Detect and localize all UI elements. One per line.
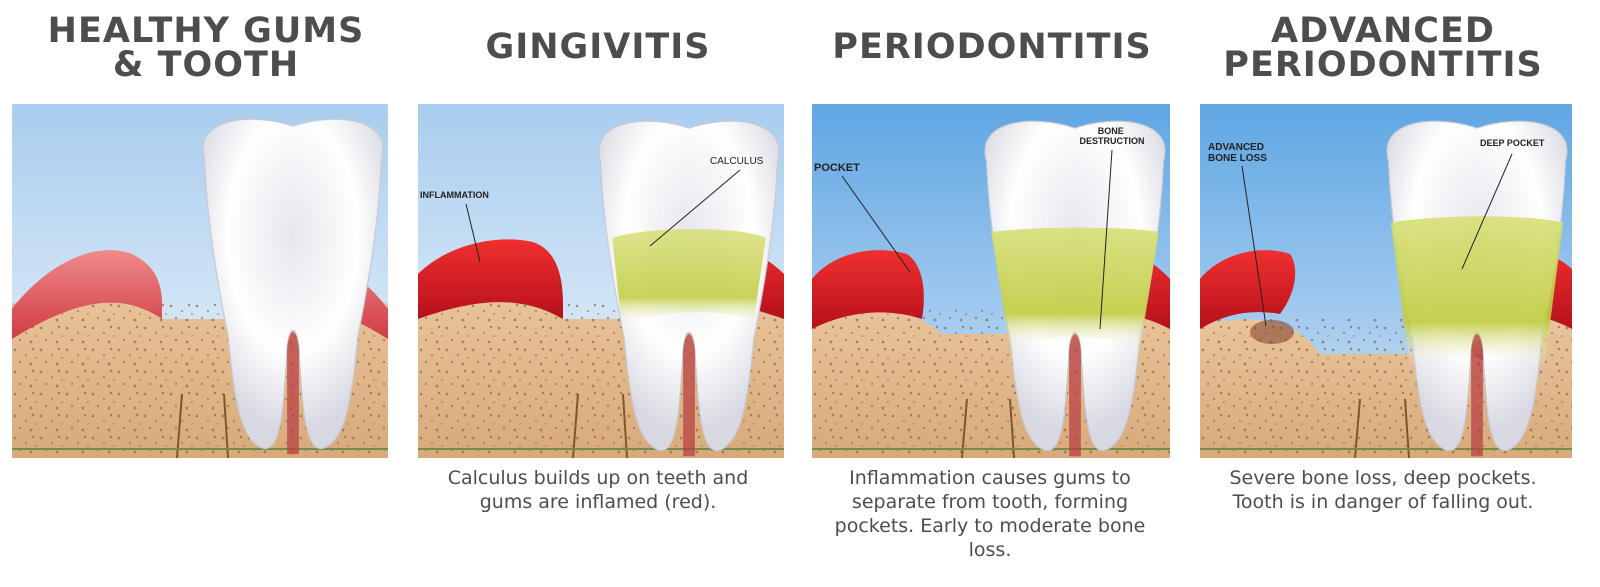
label-advanced-bone-loss: ADVANCED BONE LOSS [1208, 142, 1267, 164]
label-line: ADVANCED [1208, 142, 1264, 153]
label-inflammation: INFLAMMATION [420, 190, 489, 200]
title-line: PERIODONTITIS [832, 27, 1151, 67]
stage-caption: Severe bone loss, deep pockets. Tooth is… [1228, 466, 1538, 514]
label-pocket: POCKET [814, 162, 860, 174]
stage-title: PERIODONTITIS [792, 30, 1192, 64]
stage-title: HEALTHY GUMS & TOOTH [6, 14, 406, 82]
label-line: BONE LOSS [1208, 153, 1267, 164]
stage-caption: Calculus builds up on teeth and gums are… [438, 466, 758, 514]
title-line: & TOOTH [113, 45, 299, 85]
healthy-illustration [12, 104, 388, 458]
advanced-periodontitis-illustration: ADVANCED BONE LOSS DEEP POCKET [1200, 104, 1572, 458]
periodontitis-illustration: POCKET BONE DESTRUCTION [812, 104, 1170, 458]
stage-title: GINGIVITIS [398, 30, 798, 64]
stage-caption: Inflammation causes gums to separate fro… [830, 466, 1150, 562]
title-line: GINGIVITIS [485, 27, 710, 67]
gingivitis-illustration: INFLAMMATION CALCULUS [418, 104, 784, 458]
label-line: DESTRUCTION [1080, 136, 1145, 146]
label-calculus: CALCULUS [710, 156, 764, 167]
label-deep-pocket: DEEP POCKET [1480, 138, 1545, 148]
stage-title: ADVANCED PERIODONTITIS [1183, 14, 1583, 82]
bone-loss-area [1250, 320, 1294, 344]
label-line: BONE [1098, 126, 1124, 136]
title-line: PERIODONTITIS [1223, 45, 1542, 85]
